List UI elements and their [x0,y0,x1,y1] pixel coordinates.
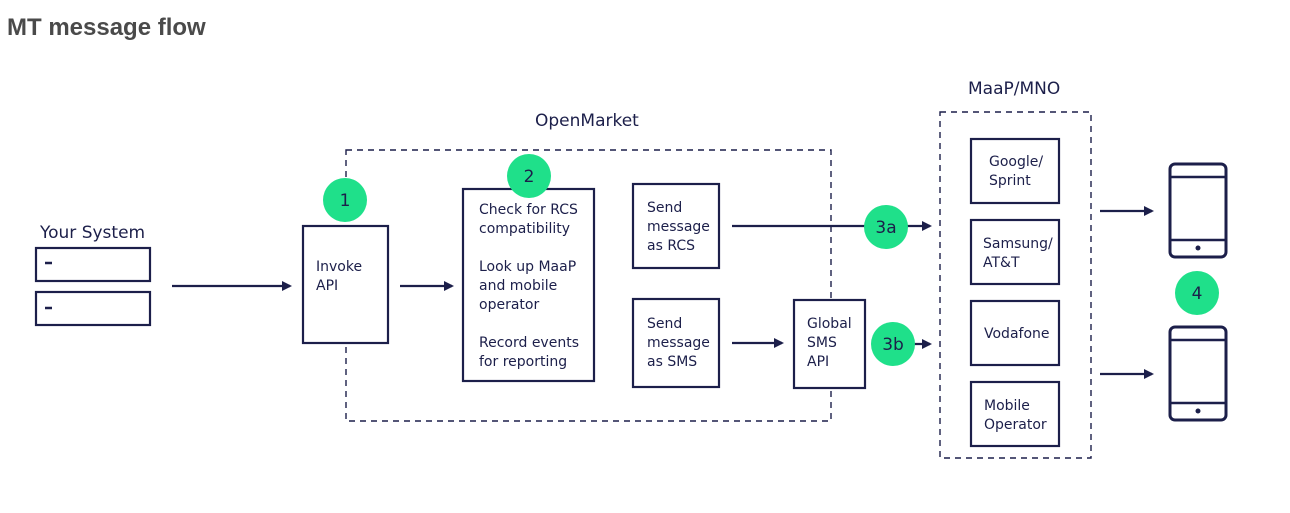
global-sms-line: API [807,354,829,370]
svg-text:Google/ Sprint: Google/ Sprint [989,154,1048,189]
send-rcs-line: as RCS [647,238,695,254]
global-sms-api-box [792,298,867,390]
google-sprint-line: Sprint [989,173,1031,189]
samsung-att-line: Samsung/ [983,236,1053,252]
svg-text:4: 4 [1192,284,1203,304]
send-sms-line: as SMS [647,354,697,370]
step-badge-4: 4 [1175,271,1219,315]
svg-text:Mobile Operator: Mobile Operator [984,398,1047,433]
phone-icon [1168,162,1228,259]
checks-line: and mobile [479,278,557,294]
checks-line: Check for RCS [479,202,578,218]
invoke-api-line: Invoke [316,259,362,275]
samsung-att-box [969,218,1061,286]
samsung-att-line: AT&T [983,255,1020,271]
global-sms-line: SMS [807,335,837,351]
step-badge-3a: 3a [864,205,908,249]
svg-text:Vodafone: Vodafone [984,326,1050,342]
step-badge-1: 1 [323,178,367,222]
checks-line: compatibility [479,221,570,237]
send-sms-line: message [647,335,710,351]
global-sms-line: Global [807,316,852,332]
google-sprint-box [969,137,1061,205]
send-sms-box [631,297,721,389]
google-sprint-line: Google/ [989,154,1043,170]
send-rcs-line: message [647,219,710,235]
step-badge-2: 2 [507,154,551,198]
server-icon [34,246,152,327]
svg-text:Check for RCS compatibilit: Check for RCS compatibility Look up MaaP… [479,202,583,370]
mobile-operator-line: Operator [984,417,1047,433]
svg-text:Samsung/ AT&T: Samsung/ AT&T [983,236,1057,271]
maap-mno-boundary [939,111,1092,459]
svg-text:Invoke API: Invoke API [316,259,367,294]
checks-line: for reporting [479,354,567,370]
your-system-label: Your System [39,223,145,243]
send-rcs-line: Send [647,200,682,216]
checks-line: Look up MaaP [479,259,576,275]
phone-icon [1168,325,1228,422]
svg-text:2: 2 [524,167,535,187]
vodafone-box [969,299,1061,367]
maap-mno-label: MaaP/MNO [968,79,1060,99]
svg-text:3b: 3b [882,335,904,355]
svg-text:1: 1 [340,191,351,211]
mobile-operator-box [969,380,1061,448]
invoke-api-box [301,224,390,345]
invoke-api-line: API [316,278,338,294]
step-badge-3b: 3b [871,322,915,366]
page-title: MT message flow [7,14,206,41]
vodafone-line: Vodafone [984,326,1050,342]
send-sms-line: Send [647,316,682,332]
mobile-operator-line: Mobile [984,398,1030,414]
checks-box [461,187,596,383]
send-rcs-box [631,182,721,270]
checks-line: operator [479,297,539,313]
checks-line: Record events [479,335,579,351]
svg-text:Send message as RCS: Send message as RCS [647,200,714,254]
svg-text:Global SMS API: Global SMS API [807,316,856,370]
svg-text:Send message as SMS: Send message as SMS [647,316,714,370]
openmarket-label: OpenMarket [535,111,639,131]
svg-text:3a: 3a [875,218,896,238]
